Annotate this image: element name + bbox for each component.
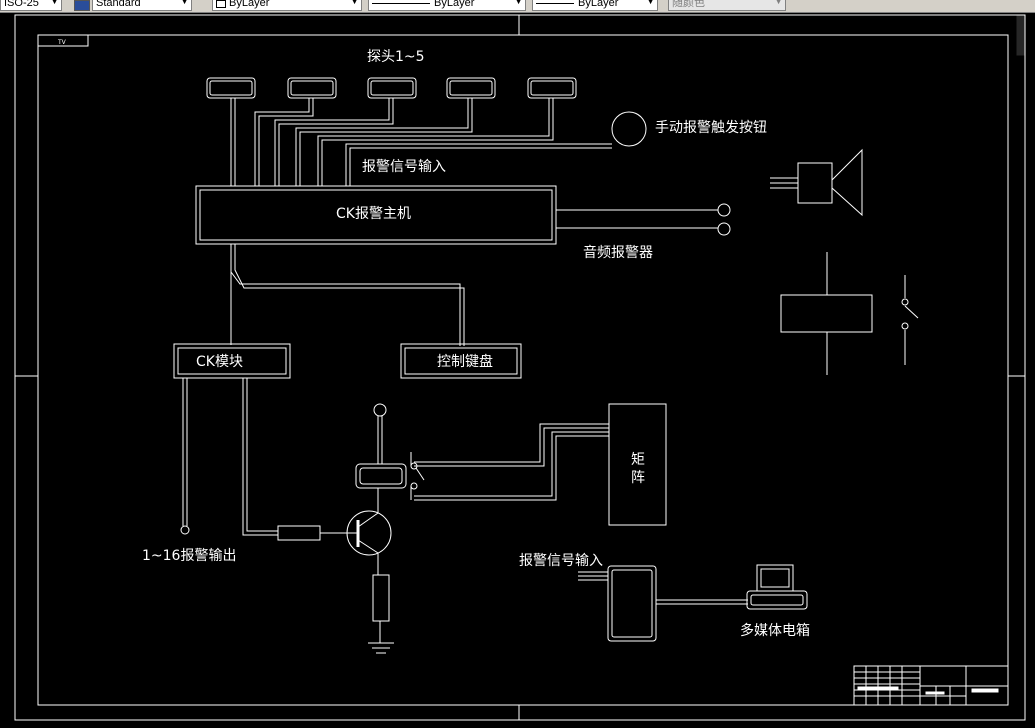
probe-3 [274,77,417,186]
alarm-output-wiring [180,378,190,535]
matrix-label-line1: 矩 [631,452,645,468]
chevron-down-icon: ▼ [50,0,59,6]
transistor-circuit [242,378,394,654]
chevron-down-icon: ▼ [646,0,655,6]
lineweight-value: ByLayer [578,0,619,9]
lineweight-select[interactable]: ByLayer ▼ [532,0,658,11]
matrix-label-line2: 阵 [631,470,645,486]
relay-icon [780,252,919,375]
chevron-down-icon: ▼ [774,0,783,6]
chevron-down-icon: ▼ [180,0,189,6]
manual-alarm-button-symbol [345,111,647,186]
chevron-down-icon: ▼ [350,0,359,6]
textstyle-icon[interactable] [74,0,90,11]
properties-toolbar: ISO-25 ▼ Standard ▼ ByLayer ▼ ByLayer ▼ … [0,0,1035,13]
matrix-box [608,403,667,526]
ck-module [173,343,291,379]
linetype-select[interactable]: ByLayer ▼ [368,0,526,11]
bottom-signal-wiring [578,565,748,642]
probe-4 [295,77,496,186]
output-relay [355,403,425,500]
linetype-value: ByLayer [434,0,475,9]
textstyle-select[interactable]: Standard ▼ [92,0,192,11]
host-module-wiring [230,244,465,346]
corner-tag-text: TV [57,39,67,46]
control-keyboard [400,343,522,379]
alarm-output-label: 1~16报警输出 [142,548,236,564]
probe-1 [206,77,256,186]
alarm-signal-input-top-label: 报警信号输入 [362,159,446,175]
title-block [853,665,1009,706]
speaker-icon [770,148,863,217]
plotstyle-select[interactable]: 随颜色 ▼ [668,0,786,11]
alarm-signal-input-bottom-label: 报警信号输入 [519,553,603,569]
keyboard-label: 控制键盘 [437,353,493,370]
probes-label: 探头1~5 [367,49,425,65]
manual-button-label: 手动报警触发按钮 [655,120,767,136]
dimstyle-value: ISO-25 [4,0,39,9]
lineweight-swatch [536,2,574,4]
linetype-swatch [372,2,430,4]
plotstyle-value: 随颜色 [672,0,705,9]
probe-5 [317,77,577,186]
color-select[interactable]: ByLayer ▼ [212,0,362,11]
scrollbar-stub [1016,14,1026,56]
color-swatch-icon [216,0,226,8]
ck-module-label: CK模块 [196,354,243,370]
ck-alarm-host [195,185,557,245]
audio-alarm-wiring [556,203,731,236]
corner-tag-box [37,34,89,47]
color-value: ByLayer [229,0,270,9]
inner-frame [37,34,1009,706]
dimstyle-select[interactable]: ISO-25 ▼ [0,0,62,11]
host-label: CK报警主机 [336,206,411,222]
audio-alarm-label: 音频报警器 [583,244,653,261]
outer-frame [14,14,1026,721]
multimedia-box-label: 多媒体电箱 [740,622,810,639]
matrix-wiring [414,423,609,501]
probe-2 [254,77,337,186]
textstyle-value: Standard [96,0,141,9]
multimedia-box-icon [746,564,808,610]
chevron-down-icon: ▼ [514,0,523,6]
